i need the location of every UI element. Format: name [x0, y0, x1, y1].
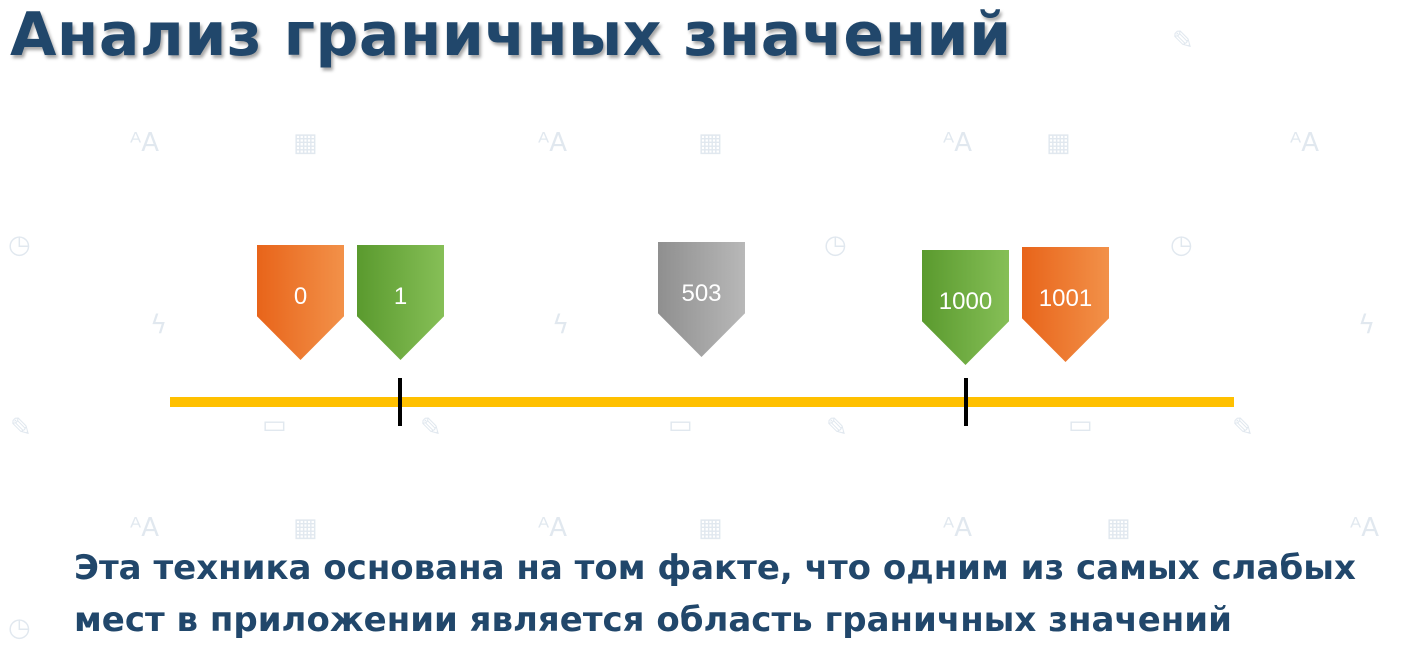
- font-size-icon: ᴬA: [943, 513, 972, 543]
- calculator-icon: ▦: [293, 513, 318, 543]
- marker-label: 503: [681, 280, 722, 307]
- pencil-icon: ✎: [1232, 413, 1254, 443]
- page-title: Анализ граничных значений: [10, 0, 1012, 70]
- marker-label: 1: [393, 283, 408, 310]
- calculator-icon: ▦: [1046, 128, 1071, 158]
- value-marker-1: 1: [357, 245, 444, 360]
- pencil-icon: ✎: [10, 413, 32, 443]
- boundary-tick-upper: [964, 378, 968, 426]
- font-size-icon: ᴬA: [943, 128, 972, 158]
- value-marker-1001: 1001: [1022, 247, 1109, 362]
- clock-icon: ◷: [8, 613, 31, 643]
- description-line-2: мест в приложении является область грани…: [74, 600, 1232, 640]
- monitor-icon: ▭: [668, 410, 693, 440]
- monitor-icon: ▭: [262, 410, 287, 440]
- font-size-icon: ᴬA: [1350, 513, 1379, 543]
- font-size-icon: ᴬA: [538, 513, 567, 543]
- value-marker-1000: 1000: [922, 250, 1009, 365]
- lightning-icon: ϟ: [1358, 310, 1376, 340]
- clock-icon: ◷: [1170, 230, 1193, 260]
- description-line-1: Эта техника основана на том факте, что о…: [74, 548, 1356, 588]
- font-size-icon: ᴬA: [130, 513, 159, 543]
- font-size-icon: ᴬA: [538, 128, 567, 158]
- description-text: Эта техника основана на том факте, что о…: [74, 542, 1404, 646]
- lightning-icon: ϟ: [150, 310, 168, 340]
- marker-label: 1000: [938, 288, 993, 315]
- marker-label: 0: [293, 283, 308, 310]
- boundary-tick-lower: [398, 378, 402, 426]
- lightning-icon: ϟ: [552, 310, 570, 340]
- calculator-icon: ▦: [1106, 513, 1131, 543]
- font-size-icon: ᴬA: [1290, 128, 1319, 158]
- calculator-icon: ▦: [293, 128, 318, 158]
- clock-icon: ◷: [8, 230, 31, 260]
- value-marker-0: 0: [257, 245, 344, 360]
- calculator-icon: ▦: [698, 128, 723, 158]
- monitor-icon: ▭: [1068, 410, 1093, 440]
- clock-icon: ◷: [824, 230, 847, 260]
- number-line: [170, 397, 1234, 407]
- pencil-icon: ✎: [1172, 26, 1194, 56]
- font-size-icon: ᴬA: [130, 128, 159, 158]
- value-marker-503: 503: [658, 242, 745, 357]
- calculator-icon: ▦: [698, 513, 723, 543]
- marker-label: 1001: [1038, 285, 1093, 312]
- pencil-icon: ✎: [420, 413, 442, 443]
- pencil-icon: ✎: [826, 413, 848, 443]
